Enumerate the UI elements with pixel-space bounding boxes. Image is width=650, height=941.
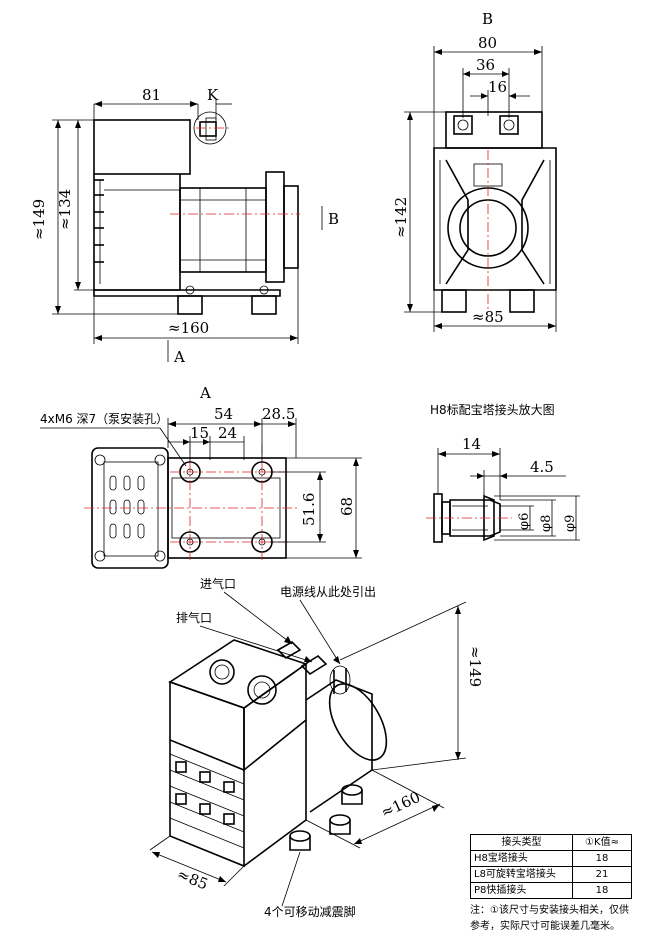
- iso-dim-160: ≈160: [378, 788, 423, 822]
- end-dim-80: 80: [478, 34, 497, 52]
- side-view: 81 K ≈149 ≈134 ≈160 A B: [30, 86, 339, 366]
- top-view: A 4xM6 深7（泵安装孔）: [40, 384, 362, 569]
- top-dim-28-5: 28.5: [262, 405, 295, 423]
- side-dim-160: ≈160: [168, 319, 209, 337]
- top-dim-68: 68: [338, 497, 356, 516]
- end-dim-16: 16: [488, 78, 507, 96]
- top-dim-51-6: 51.6: [300, 493, 318, 526]
- k-value: 18: [572, 882, 632, 899]
- iso-label-feet: 4个可移动减震脚: [264, 904, 356, 919]
- fitting-dim-d6: φ6: [517, 513, 532, 530]
- header-connector-type: 接头类型: [470, 834, 573, 851]
- top-dim-54: 54: [214, 405, 233, 423]
- side-view-arrow-b: B: [328, 210, 339, 228]
- fitting-dim-14: 14: [462, 435, 481, 453]
- header-k-value: ①K值≈: [572, 834, 632, 851]
- end-dim-36: 36: [476, 56, 495, 74]
- side-dim-81: 81: [142, 86, 161, 104]
- fitting-title: H8标配宝塔接头放大图: [430, 402, 555, 417]
- k-value: 18: [572, 850, 632, 867]
- table-row: L8可旋转宝塔接头 21: [470, 866, 632, 883]
- fitting-dim-d8: φ8: [539, 515, 554, 532]
- end-view-title: B: [482, 10, 493, 28]
- top-dim-15: 15: [190, 424, 209, 442]
- connector-type: P8快插接头: [470, 882, 573, 899]
- side-label-k: K: [207, 86, 219, 104]
- iso-label-power: 电源线从此处引出: [280, 585, 376, 599]
- side-dim-134: ≈134: [56, 189, 74, 230]
- k-value: 21: [572, 866, 632, 883]
- table-row: H8宝塔接头 18: [470, 850, 632, 867]
- connector-type: L8可旋转宝塔接头: [470, 866, 573, 883]
- end-view: B 80 36: [392, 10, 557, 332]
- footnote: 注：①该尺寸与安装接头相关，仅供参考，实际尺寸可能误差几毫米。: [470, 905, 629, 932]
- top-dim-24: 24: [218, 424, 237, 442]
- fitting-dim-4-5: 4.5: [530, 458, 554, 476]
- iso-dim-149: ≈149: [466, 646, 484, 687]
- iso-view: 进气口 电源线从此处引出 排气口 4个可移动减震脚 ≈149 ≈160 ≈85: [149, 576, 484, 919]
- spec-table: 接头类型 ①K值≈ H8宝塔接头 18 L8可旋转宝塔接头 21 P8快插接头 …: [470, 834, 632, 899]
- side-dim-149: ≈149: [30, 199, 48, 240]
- table-row: P8快插接头 18: [470, 882, 632, 899]
- top-holes-note: 4xM6 深7（泵安装孔）: [40, 411, 168, 426]
- end-dim-142: ≈142: [392, 197, 410, 238]
- spec-table-header: 接头类型 ①K值≈: [470, 834, 632, 851]
- iso-dim-85: ≈85: [175, 865, 211, 894]
- iso-label-inlet: 进气口: [200, 576, 236, 591]
- fitting-detail: H8标配宝塔接头放大图 14 4.5 φ6 φ8 φ9: [426, 402, 580, 543]
- iso-label-exhaust: 排气口: [176, 610, 212, 625]
- fitting-dim-d9: φ9: [563, 515, 578, 532]
- side-view-arrow-a: A: [173, 348, 185, 366]
- connector-type: H8宝塔接头: [470, 850, 573, 867]
- top-view-title: A: [199, 384, 211, 402]
- end-dim-85: ≈85: [472, 308, 504, 326]
